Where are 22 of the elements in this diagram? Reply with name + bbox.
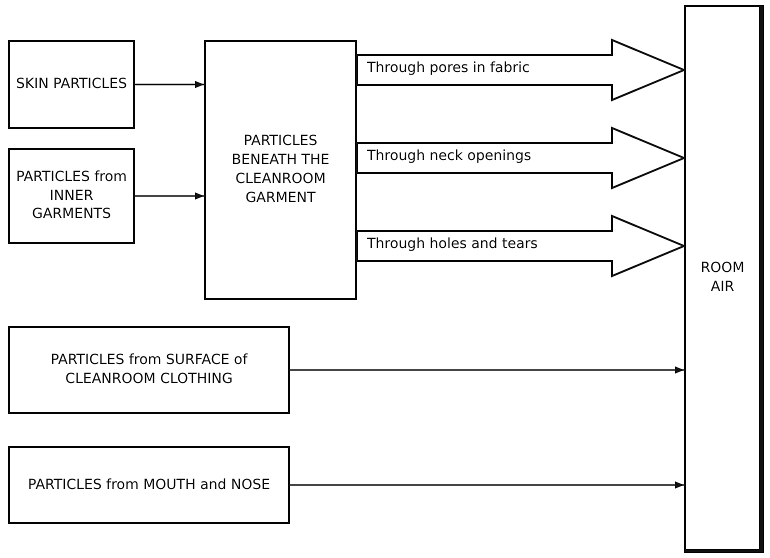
node-label: ROOM AIR [700,259,746,297]
target-box [684,5,764,553]
node-label: PARTICLES from MOUTH and NOSE [26,476,272,494]
arrow [290,366,684,374]
arrow [135,80,204,88]
arrow [135,192,204,200]
edge-label: Through pores in fabric [366,60,531,76]
node-label: SKIN PARTICLES [15,75,128,94]
node-label: PARTICLES from INNER GARMENTS [15,168,128,224]
block-arrow [356,126,687,190]
process-box [8,326,290,414]
node-label: PARTICLES from SURFACE of CLEANROOM CLOTHING [50,351,249,389]
node-label: PARTICLES BENEATH THE CLEANROOM GARMENT [230,132,330,208]
process-box [8,446,290,524]
edge-label: Through holes and tears [366,236,539,252]
process-box [8,40,135,129]
block-arrow [356,38,687,102]
process-box [8,148,135,244]
block-arrow [356,214,687,278]
arrow [290,481,684,489]
process-box [204,40,357,300]
edge-label: Through neck openings [366,148,532,164]
